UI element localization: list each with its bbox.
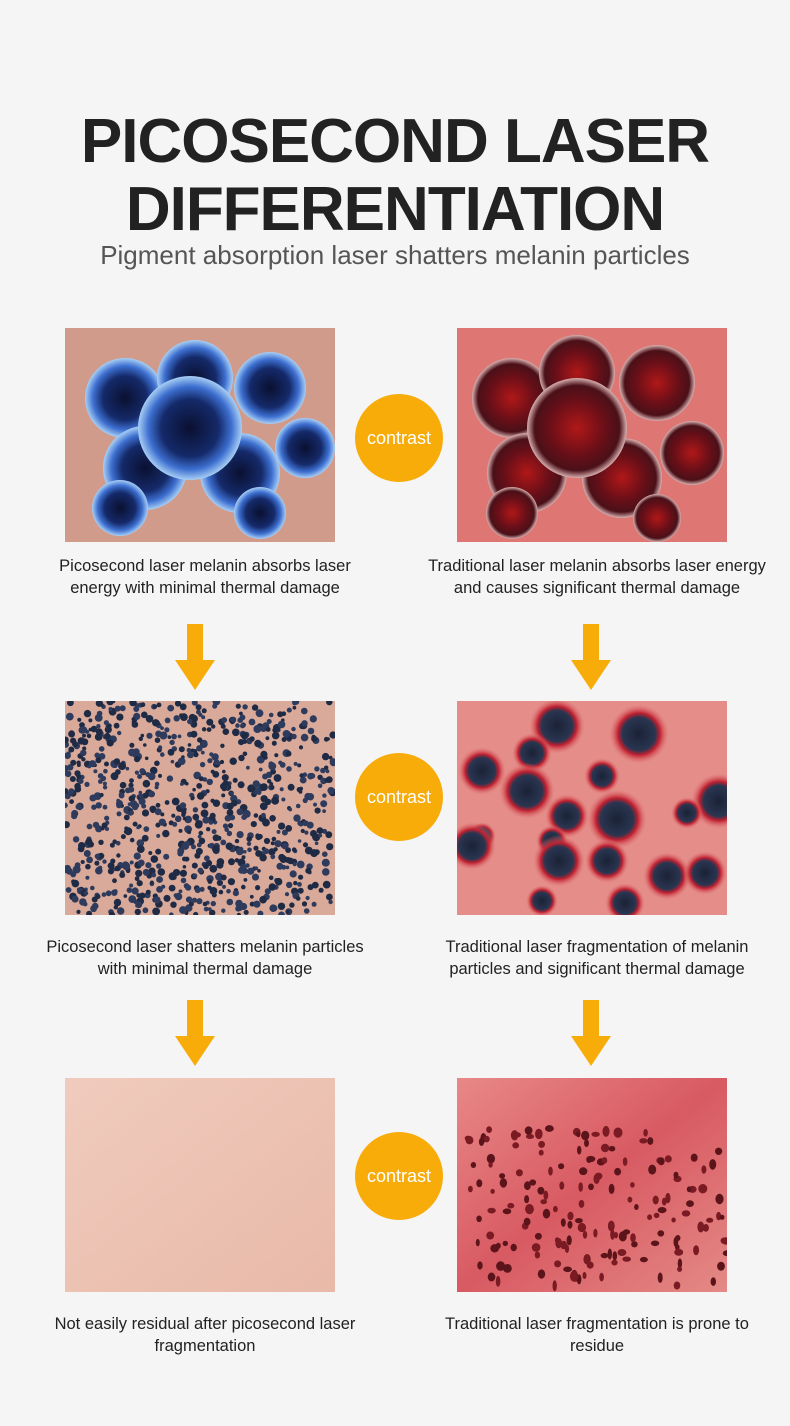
picosecond-shatter-caption: Picosecond laser shatters melanin partic… — [46, 938, 364, 978]
traditional-cells-image — [457, 328, 727, 542]
traditional-absorb-caption: Traditional laser melanin absorbs laser … — [428, 557, 766, 597]
traditional-fragmentation-caption: Traditional laser fragmentation of melan… — [445, 938, 749, 978]
arrow-down-icon — [571, 624, 611, 690]
arrow-down-icon — [571, 1000, 611, 1066]
clear-skin-image — [65, 1078, 335, 1292]
picosecond-particles-image — [65, 701, 335, 915]
contrast-badge: contrast — [355, 753, 443, 841]
picosecond-absorb-caption: Picosecond laser melanin absorbs laser e… — [59, 557, 351, 597]
page-title: PICOSECOND LASER DIFFERENTIATION — [0, 108, 790, 244]
traditional-residue-caption: Traditional laser fragmentation is prone… — [445, 1315, 749, 1355]
title-line-1: PICOSECOND LASER — [80, 107, 710, 176]
title-line-2: DIFFERENTIATION — [125, 175, 665, 244]
contrast-badge: contrast — [355, 394, 443, 482]
arrow-down-icon — [175, 624, 215, 690]
traditional-fragments-image — [457, 701, 727, 915]
residue-skin-image — [457, 1078, 727, 1292]
page-subtitle: Pigment absorption laser shatters melani… — [100, 240, 690, 270]
picosecond-cells-image — [65, 328, 335, 542]
arrow-down-icon — [175, 1000, 215, 1066]
contrast-badge: contrast — [355, 1132, 443, 1220]
picosecond-residue-caption: Not easily residual after picosecond las… — [54, 1315, 356, 1355]
